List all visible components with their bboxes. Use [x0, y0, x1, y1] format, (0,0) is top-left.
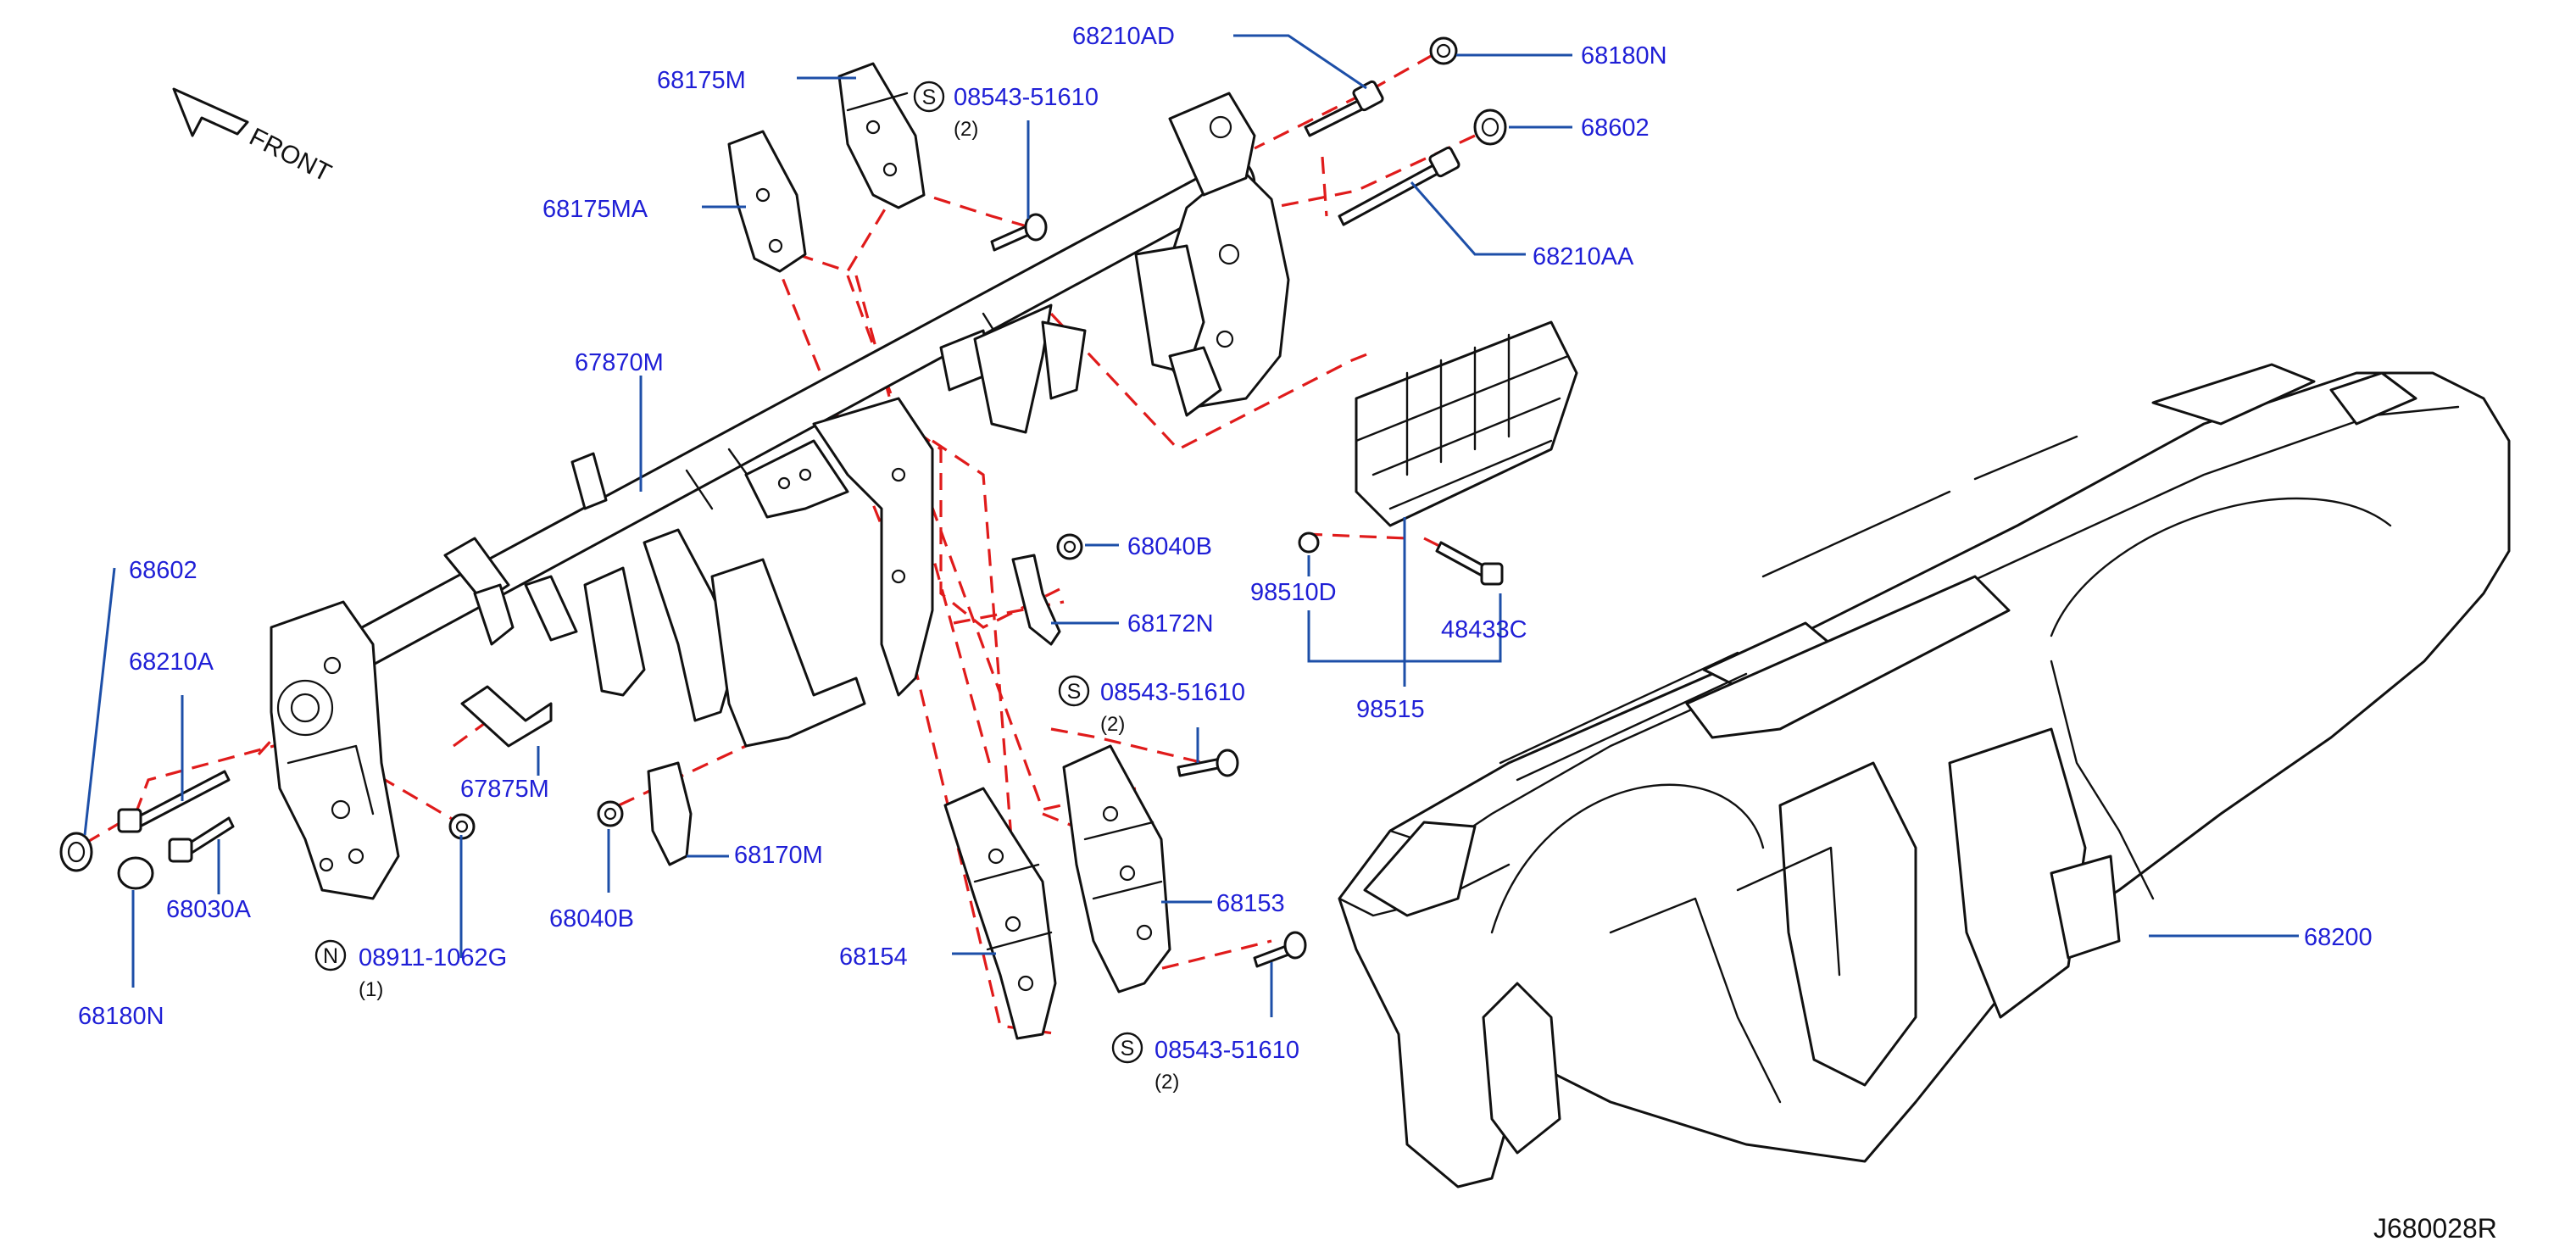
label-68180N-top: 68180N	[1581, 42, 1667, 70]
bracket-68170M	[647, 761, 693, 866]
label-08543-mid: 08543-51610	[1100, 679, 1245, 706]
callout-circles: S S S N	[314, 81, 1143, 1064]
bracket-68154	[943, 787, 1057, 1040]
label-68200: 68200	[2304, 924, 2373, 951]
qty-08543-bottom: (2)	[1154, 1071, 1179, 1094]
instrument-panel-68200	[1338, 363, 2511, 1188]
label-08911: 08911-1062G	[359, 944, 507, 971]
label-68040B-left: 68040B	[549, 905, 634, 932]
screw-symbol-mid-letter: S	[1067, 680, 1082, 704]
label-68040B-right: 68040B	[1127, 533, 1212, 560]
leader-lines	[83, 34, 2299, 1017]
label-67870M: 67870M	[575, 349, 664, 376]
label-68172N: 68172N	[1127, 610, 1214, 637]
label-08543-bottom: 08543-51610	[1154, 1037, 1299, 1064]
front-arrow-icon	[172, 87, 249, 137]
label-68210AA: 68210AA	[1533, 243, 1634, 270]
label-68154: 68154	[839, 944, 908, 971]
label-98515: 98515	[1356, 696, 1425, 723]
label-67875M: 67875M	[460, 776, 549, 803]
label-68170M: 68170M	[734, 842, 823, 869]
label-08543-top: 08543-51610	[954, 84, 1099, 111]
label-68210A: 68210A	[129, 648, 214, 676]
label-68175MA: 68175MA	[542, 196, 648, 223]
screw-symbol-top-letter: S	[922, 86, 937, 109]
steering-member-assembly	[270, 92, 1290, 900]
label-68180N-left: 68180N	[78, 1003, 164, 1030]
bracket-68175M	[837, 62, 926, 209]
label-68602-left: 68602	[129, 557, 198, 584]
bracket-67875M	[460, 685, 553, 748]
screw-symbol-bottom-letter: S	[1121, 1037, 1135, 1060]
center-stay-upper	[812, 397, 934, 697]
part-labels: 68210AD 68180N 68602 68210AA 68175M 0854…	[78, 23, 2373, 1094]
label-98510D: 98510D	[1250, 579, 1337, 606]
label-68030A: 68030A	[166, 896, 252, 923]
center-stay	[710, 558, 866, 748]
screw-symbol-bottom	[1111, 1032, 1143, 1064]
qty-08543-mid: (2)	[1100, 713, 1125, 736]
qty-08543-top: (2)	[954, 118, 978, 141]
qty-08911: (1)	[359, 978, 383, 1001]
nut-symbol	[314, 939, 347, 971]
diagram-code: J680028R	[2373, 1213, 2497, 1244]
label-68175M: 68175M	[657, 67, 746, 94]
label-68210AD: 68210AD	[1072, 23, 1175, 50]
bracket-68153	[1062, 744, 1171, 994]
bracket-68175MA	[727, 130, 807, 273]
airbag-module	[1355, 320, 1578, 527]
screw-symbol-top	[913, 81, 945, 113]
front-arrow: FRONT	[172, 87, 336, 187]
bracket-68172N	[1011, 554, 1061, 646]
label-48433C: 48433C	[1441, 616, 1527, 643]
screw-symbol-mid	[1058, 675, 1090, 707]
nut-symbol-letter: N	[323, 944, 338, 968]
label-68153: 68153	[1216, 890, 1285, 917]
left-side-bracket	[270, 600, 400, 900]
front-label: FRONT	[245, 123, 336, 187]
cap-68180N-left	[117, 856, 154, 890]
label-68602-top: 68602	[1581, 114, 1650, 142]
